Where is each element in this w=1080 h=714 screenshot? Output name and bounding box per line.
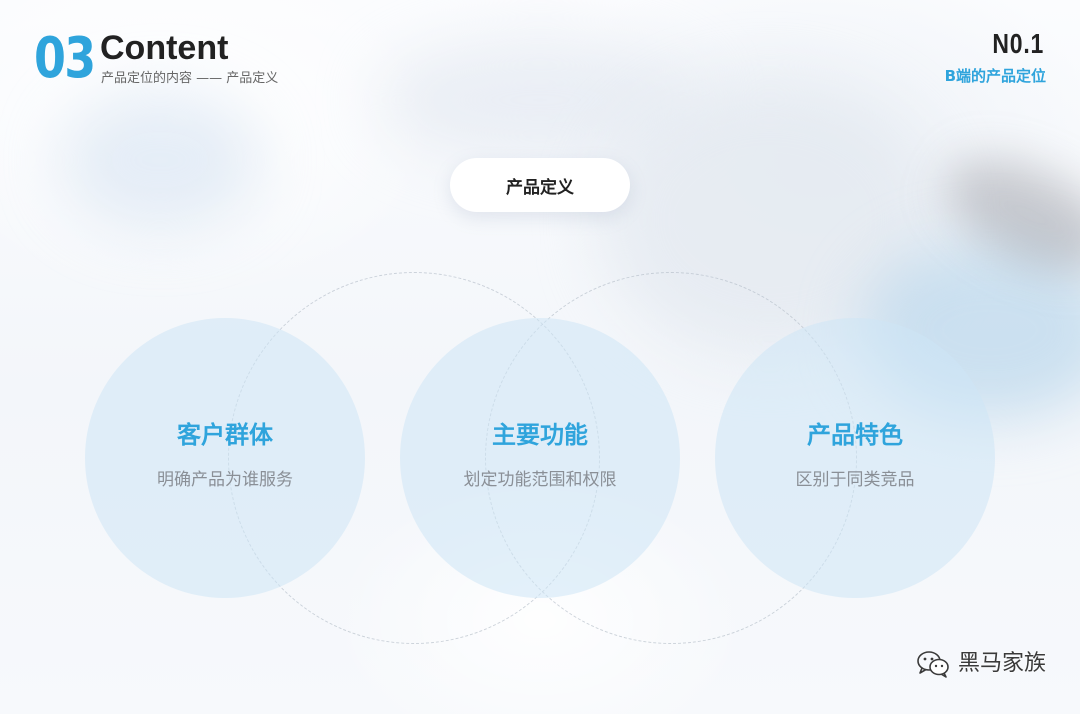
wechat-icon (917, 651, 949, 678)
page-topic: B端的产品定位 (944, 67, 1046, 85)
circle-title: 主要功能 (492, 421, 588, 449)
section-number: 03 (34, 26, 96, 91)
circle-main-function: 主要功能 划定功能范围和权限 (400, 318, 680, 598)
circle-title: 产品特色 (807, 421, 903, 449)
watermark-text: 黑马家族 (957, 651, 1046, 676)
watermark: 黑马家族 (916, 650, 1046, 678)
circle-description: 明确产品为谁服务 (157, 470, 293, 490)
circle-customer-group: 客户群体 明确产品为谁服务 (85, 318, 365, 598)
circle-description: 划定功能范围和权限 (463, 470, 617, 490)
section-title: Content (100, 29, 229, 67)
circle-description: 区别于同类竞品 (795, 470, 915, 490)
circle-product-feature: 产品特色 区别于同类竞品 (715, 318, 995, 598)
background-blur (60, 90, 260, 230)
page-number-label: N0.1 (992, 28, 1044, 59)
circle-title: 客户群体 (177, 421, 273, 449)
section-subtitle: 产品定位的内容 —— 产品定义 (101, 71, 279, 86)
topic-pill: 产品定义 (450, 158, 630, 212)
